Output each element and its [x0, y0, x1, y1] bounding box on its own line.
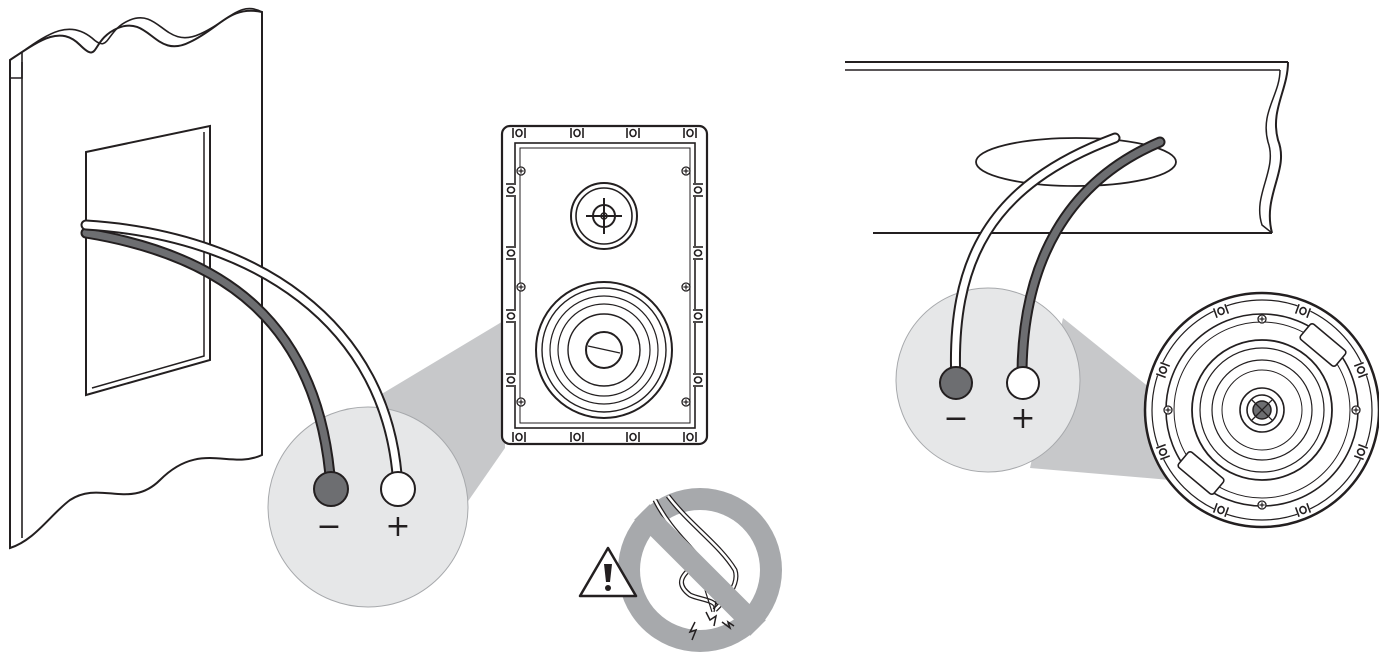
positive-terminal	[1006, 366, 1040, 400]
warning-triangle-icon	[578, 546, 638, 598]
speaker-wire	[80, 219, 404, 494]
negative-terminal	[313, 471, 349, 507]
in-ceiling-speaker-icon	[1143, 291, 1379, 529]
zoom-circle	[895, 287, 1081, 473]
negative-label: −	[316, 509, 342, 544]
negative-label: −	[943, 401, 969, 436]
zoom-circle	[267, 406, 469, 608]
negative-terminal	[939, 366, 973, 400]
positive-terminal	[380, 471, 416, 507]
zoom-beam	[380, 320, 505, 520]
speaker-wire	[949, 132, 1166, 390]
ceiling-section	[845, 61, 1289, 234]
in-wall-speaker-icon	[500, 124, 709, 446]
wall-section	[9, 7, 263, 550]
positive-label: +	[1010, 401, 1036, 436]
no-frayed-wire-icon	[618, 488, 782, 652]
positive-label: +	[385, 509, 411, 544]
